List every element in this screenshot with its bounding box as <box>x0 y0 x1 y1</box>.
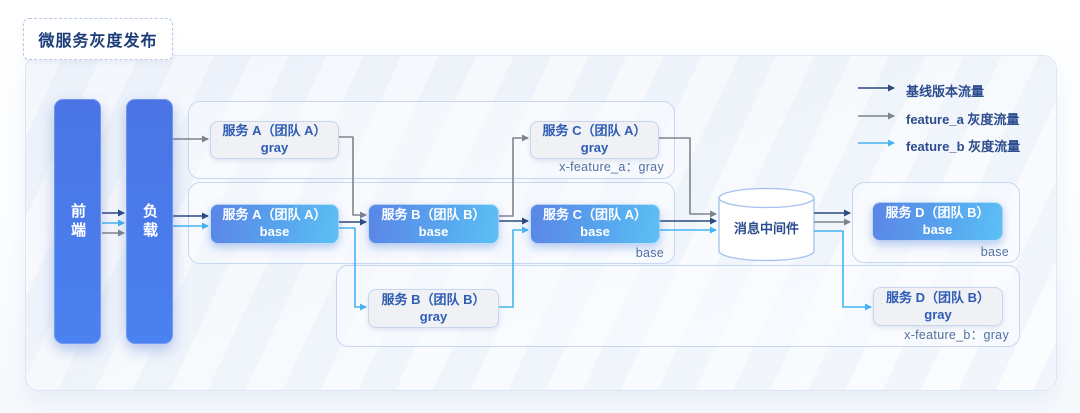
group-d-base-label: base <box>980 245 1009 259</box>
service-d-gray-name: 服务 D（团队 B） <box>885 289 990 305</box>
group-base-label: base <box>635 246 664 260</box>
message-middleware-label: 消息中间件 <box>733 220 799 236</box>
service-node-d-base: 服务 D（团队 B） base <box>872 202 1003 241</box>
service-a-gray-variant: gray <box>260 140 289 155</box>
legend-item-baseline: 基线版本流量 <box>906 84 985 99</box>
service-a-base-name: 服务 A（团队 A） <box>222 207 327 223</box>
service-d-base-variant: base <box>922 221 953 237</box>
node-load-balancer: 负载 <box>126 99 173 344</box>
node-load-balancer-label: 负载 <box>141 202 158 241</box>
legend-item-feature-b: feature_b 灰度流量 <box>906 139 1021 154</box>
service-b-gray-name: 服务 B（团队 B） <box>381 291 486 307</box>
service-d-gray-variant: gray <box>924 306 952 322</box>
legend-item-feature-a: feature_a 灰度流量 <box>906 112 1020 127</box>
service-a-base-variant: base <box>259 224 290 239</box>
service-node-b-base: 服务 B（团队 B） base <box>368 204 499 244</box>
service-c-gray-variant: gray <box>580 140 609 155</box>
service-b-base-variant: base <box>418 224 449 239</box>
service-c-base-name: 服务 C（团队 A） <box>542 207 647 223</box>
service-b-gray-variant: gray <box>419 308 448 324</box>
service-a-gray-name: 服务 A（团队 A） <box>222 123 327 139</box>
group-feature-b-label: x-feature_b：gray <box>904 328 1009 342</box>
group-feature-a-label: x-feature_a：gray <box>559 160 664 174</box>
node-frontend: 前端 <box>54 99 101 344</box>
service-c-base-variant: base <box>580 224 610 239</box>
service-c-gray-name: 服务 C（团队 A） <box>542 123 647 139</box>
service-node-a-gray: 服务 A（团队 A） gray <box>210 121 339 159</box>
diagram-title-text: 微服务灰度发布 <box>38 33 158 50</box>
service-node-d-gray: 服务 D（团队 B） gray <box>873 287 1003 326</box>
service-node-c-base: 服务 C（团队 A） base <box>530 204 660 244</box>
service-b-base-name: 服务 B（团队 B） <box>381 207 486 223</box>
service-node-c-gray: 服务 C（团队 A） gray <box>530 121 659 159</box>
node-frontend-label: 前端 <box>69 202 86 241</box>
diagram-title: 微服务灰度发布 <box>23 18 173 60</box>
service-node-a-base: 服务 A（团队 A） base <box>210 204 339 244</box>
service-d-base-name: 服务 D（团队 B） <box>885 204 990 220</box>
service-node-b-gray: 服务 B（团队 B） gray <box>368 289 499 328</box>
